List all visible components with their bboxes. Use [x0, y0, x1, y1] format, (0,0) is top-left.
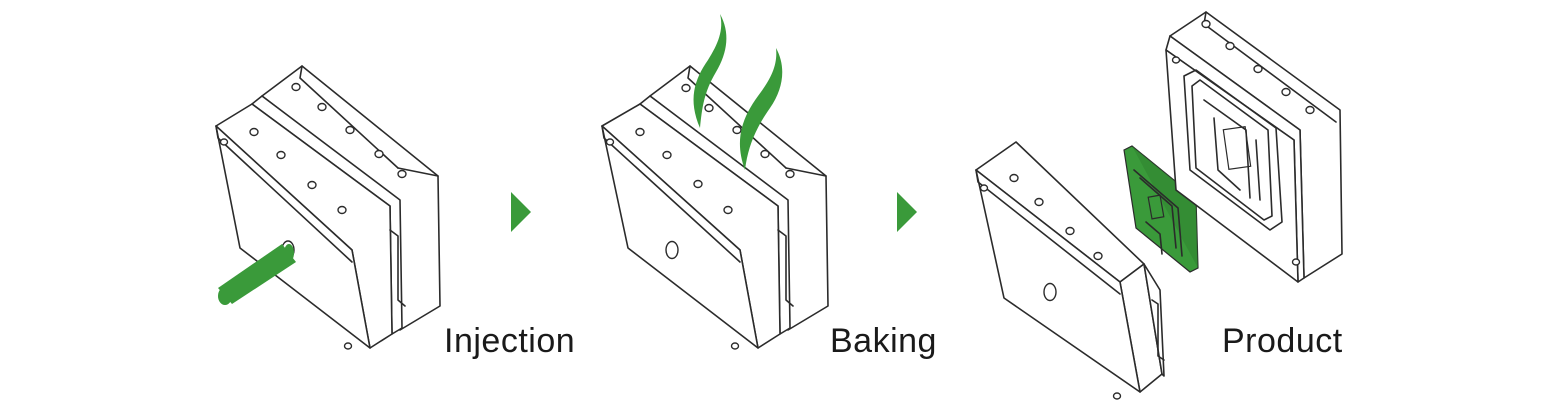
mold-block-icon	[601, 65, 829, 350]
injection-nozzle-icon	[218, 240, 296, 305]
mold-block-icon	[215, 65, 441, 350]
mold-block-icon	[1165, 11, 1343, 283]
arrow-right-icon	[897, 192, 917, 232]
step-label-injection: Injection	[444, 322, 576, 360]
step-label-product: Product	[1222, 322, 1343, 360]
step-label-baking: Baking	[830, 322, 937, 360]
molded-part-icon	[1123, 145, 1199, 273]
arrow-right-icon	[511, 192, 531, 232]
mold-block-icon	[975, 141, 1165, 400]
steam-icon	[693, 14, 783, 170]
